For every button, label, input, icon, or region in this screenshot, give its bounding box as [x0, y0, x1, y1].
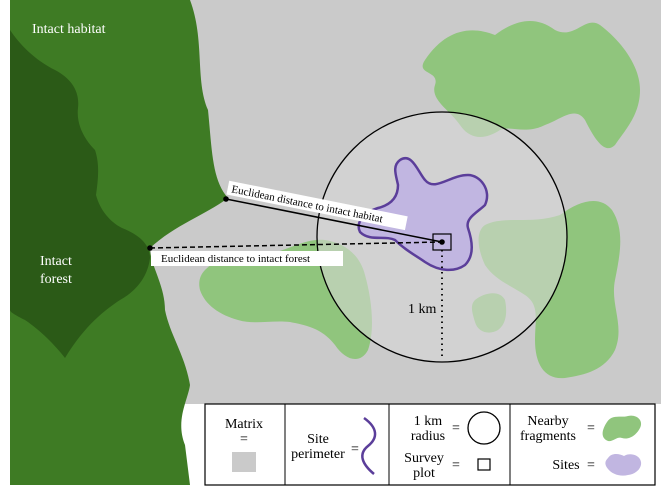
- distance-line-habitat: [225, 198, 443, 243]
- legend-fragments-icon: [602, 415, 642, 442]
- legend-fragments-eq: =: [587, 421, 595, 436]
- distance-line-forest: [149, 241, 443, 249]
- legend-frame: [204, 403, 656, 486]
- legend-radius-icon: [467, 411, 501, 445]
- legend-matrix-label: Matrix: [225, 417, 263, 432]
- legend-sites-eq: =: [587, 458, 595, 473]
- intact-forest-label-line1: Intact: [40, 254, 72, 269]
- legend-sites-icon: [605, 454, 642, 476]
- intact-forest: [10, 30, 150, 358]
- legend-survey-plot-icon: [477, 458, 491, 471]
- legend-matrix-swatch: [232, 452, 256, 472]
- radius-label: 1 km: [408, 302, 437, 317]
- dist-forest-label: Euclidean distance to intact forest: [161, 253, 310, 265]
- legend-site-perimeter-line2: perimeter: [291, 447, 345, 462]
- legend: Matrix = Site perimeter = 1 km radius = …: [204, 403, 656, 486]
- legend-sites-label: Sites: [552, 458, 579, 473]
- dist-habitat-label-box: [226, 180, 408, 231]
- legend-radius-line1: 1 km: [414, 414, 443, 429]
- legend-radius-eq: =: [452, 421, 460, 436]
- legend-survey-plot-line1: Survey: [404, 451, 444, 466]
- legend-radius-line2: radius: [411, 429, 445, 444]
- legend-survey-plot-eq: =: [452, 458, 460, 473]
- site-polygon: [357, 156, 489, 272]
- forest-edge-point: [147, 245, 153, 251]
- habitat-edge-point: [223, 196, 229, 202]
- legend-site-perimeter-eq: =: [351, 442, 359, 457]
- intact-habitat-label: Intact habitat: [32, 22, 106, 37]
- intact-forest-label-line2: forest: [40, 272, 72, 287]
- legend-site-perimeter-line1: Site: [307, 432, 329, 447]
- legend-fragments-line1: Nearby: [527, 414, 568, 429]
- dist-forest-label-box: [151, 251, 343, 266]
- legend-survey-plot-line2: plot: [413, 466, 435, 481]
- legend-fragments-line2: fragments: [520, 429, 576, 444]
- legend-matrix-eq: =: [240, 432, 248, 447]
- legend-site-perimeter-icon: [361, 416, 377, 475]
